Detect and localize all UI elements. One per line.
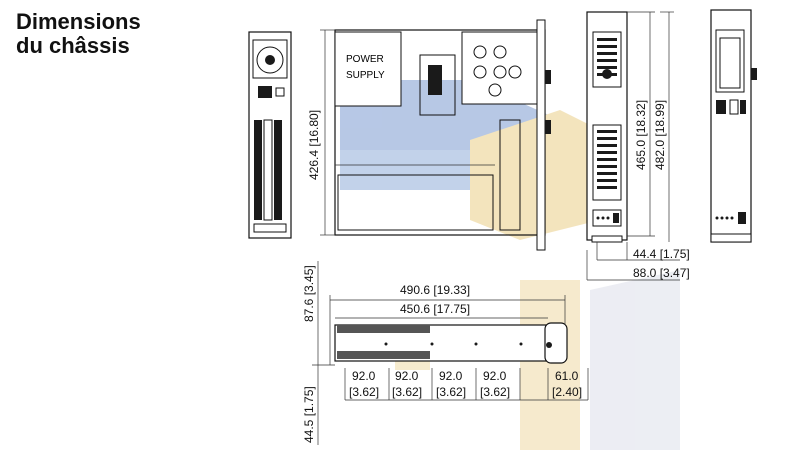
end-mm: 61.0: [555, 369, 579, 383]
end-in: [2.40]: [552, 385, 582, 399]
detail-led-2: [720, 216, 724, 220]
top-handle-rail: [536, 19, 546, 251]
side-view: [334, 322, 568, 364]
front-detail-view: [710, 9, 757, 243]
power-supply-label-1: POWER: [346, 54, 384, 65]
overlay-gold-lower: [520, 280, 580, 450]
rear-switch: [275, 87, 285, 97]
top-board: [419, 54, 456, 116]
side-vent-top: [337, 325, 430, 333]
top-view: POWER SUPPLY: [334, 19, 551, 251]
slot3-mm: 92.0: [439, 369, 463, 383]
front-dimensions: 465.0 [18.32] 482.0 [18.99] 44.4 [1.75] …: [586, 11, 690, 281]
rear-fan-hub: [265, 55, 275, 65]
detail-drive-face: [719, 37, 741, 89]
slot4-in: [3.62]: [480, 385, 510, 399]
overlay-blue-lower: [340, 150, 470, 190]
rear-panel-view: [248, 31, 292, 239]
top-handle-knob-bottom: [545, 120, 551, 134]
front-foot: [591, 235, 623, 243]
side-screw-2: [430, 342, 434, 346]
title-line-2: du châssis: [16, 33, 130, 58]
front-lower-vent-slots: [597, 130, 617, 189]
dim-482-label: 482.0 [18.99]: [653, 100, 667, 170]
slot3-in: [3.62]: [436, 385, 466, 399]
drive-hole-1: [473, 45, 487, 59]
side-screw-3: [474, 342, 478, 346]
dim-44-label: 44.4 [1.75]: [633, 247, 690, 261]
depth-dimension: 426.4 [16.80]: [307, 29, 335, 236]
detail-power-button: [738, 212, 746, 224]
rear-slot-2: [263, 119, 273, 221]
slot2-in: [3.62]: [392, 385, 422, 399]
front-led-2: [601, 216, 605, 220]
side-screw-1: [384, 342, 388, 346]
drive-hole-3: [473, 65, 487, 79]
title-line-1: Dimensions: [16, 9, 141, 34]
rear-power-socket: [258, 86, 272, 98]
detail-switch-3: [740, 100, 746, 114]
front-led-3: [606, 216, 610, 220]
dim-87-label: 87.6 [3.45]: [302, 265, 316, 322]
slot1-in: [3.62]: [349, 385, 379, 399]
rear-slot-3: [274, 120, 282, 220]
front-panel-view: [586, 11, 628, 243]
top-right-rail: [499, 119, 521, 231]
detail-handle-knob: [751, 68, 757, 80]
slot2-mm: 92.0: [395, 369, 419, 383]
side-handle: [544, 322, 568, 364]
overlay-gold-band: [470, 110, 600, 240]
dim-450-label: 450.6 [17.75]: [400, 302, 470, 316]
top-handle-knob-top: [545, 70, 551, 84]
page-title: Dimensions du châssis: [16, 10, 141, 58]
slot4-mm: 92.0: [483, 369, 507, 383]
side-handle-knob: [546, 342, 552, 348]
rear-bottom-strip: [253, 223, 287, 233]
drive-hole-4: [493, 65, 507, 79]
detail-led-1: [715, 216, 719, 220]
depth-dimension-label: 426.4 [16.80]: [307, 110, 321, 180]
slot1-mm: 92.0: [352, 369, 376, 383]
detail-led-4: [730, 216, 734, 220]
watermark-overlay: [340, 80, 680, 450]
side-dimensions: 490.6 [19.33] 450.6 [17.75] 87.6 [3.45] …: [302, 261, 589, 445]
top-lower-compartment: [337, 174, 494, 231]
front-led-1: [596, 216, 600, 220]
dim-88-label: 88.0 [3.47]: [633, 266, 690, 280]
detail-switch-2: [729, 99, 739, 115]
side-screw-4: [519, 342, 523, 346]
detail-switch-1: [716, 100, 726, 114]
dim-465-label: 465.0 [18.32]: [634, 100, 648, 170]
dim-490-label: 490.6 [19.33]: [400, 283, 470, 297]
front-lock-icon: [602, 69, 612, 79]
detail-led-3: [725, 216, 729, 220]
drive-hole-6: [488, 83, 502, 97]
front-power-button: [613, 213, 619, 223]
top-board-component: [428, 65, 442, 95]
drive-hole-2: [493, 45, 507, 59]
side-vent-bottom: [337, 351, 430, 359]
overlay-gray-right: [590, 270, 680, 450]
power-supply-label-2: SUPPLY: [346, 70, 385, 81]
dim-44-5-label: 44.5 [1.75]: [302, 386, 316, 443]
drive-hole-5: [508, 65, 522, 79]
detail-foot: [710, 233, 752, 243]
power-supply-box: [334, 31, 402, 107]
rear-slot-1: [254, 120, 262, 220]
